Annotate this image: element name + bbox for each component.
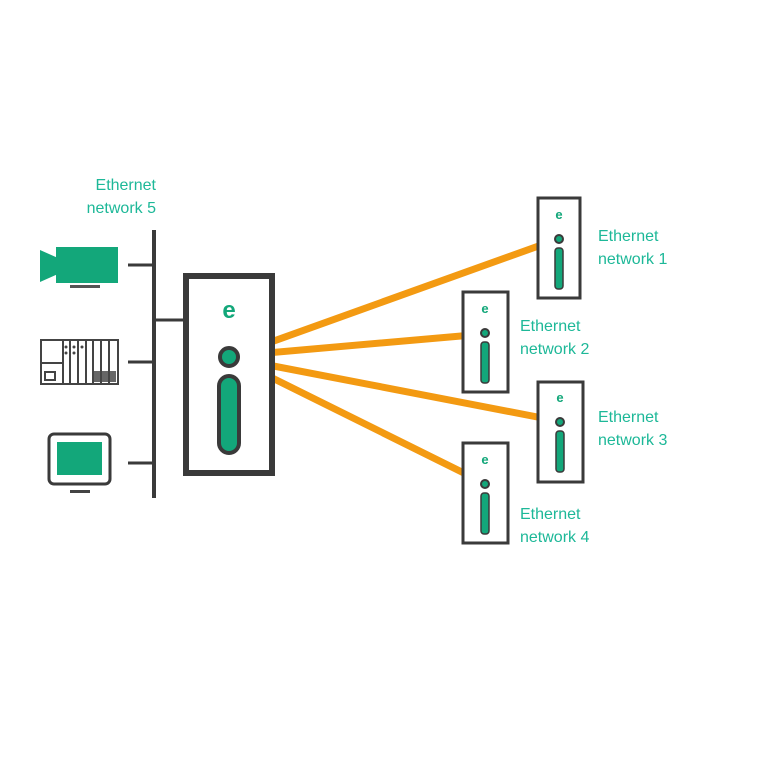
- remote-device-1: e: [536, 196, 582, 300]
- label-line-1: Ethernet: [598, 228, 659, 245]
- remote-device-4: e: [461, 441, 510, 545]
- label-line-1: Ethernet: [95, 177, 156, 194]
- gateway-device-icon: e: [183, 273, 275, 476]
- label-line-2: network 4: [520, 529, 590, 546]
- label-network-4: Ethernet network 4: [520, 503, 589, 549]
- remote-device-2: e: [461, 290, 510, 394]
- label-network-1: Ethernet network 1: [598, 225, 667, 271]
- label-line-2: network 2: [520, 341, 590, 358]
- label-line-2: network 3: [598, 432, 668, 449]
- label-network-2: Ethernet network 2: [520, 315, 589, 361]
- label-line-1: Ethernet: [520, 318, 581, 335]
- plc-rack-icon: [40, 339, 119, 385]
- link-network-3: [228, 354, 562, 425]
- camera-icon: [40, 247, 118, 288]
- label-line-2: network 1: [598, 251, 668, 268]
- label-line-2: network 5: [86, 200, 156, 217]
- gateway-logo: e: [222, 297, 235, 324]
- label-line-1: Ethernet: [520, 506, 581, 523]
- svg-text:e: e: [481, 301, 488, 316]
- label-line-1: Ethernet: [598, 409, 659, 426]
- svg-text:e: e: [556, 390, 563, 405]
- monitor-icon: [47, 432, 112, 493]
- label-network-3: Ethernet network 3: [598, 406, 667, 452]
- remote-device-3: e: [536, 380, 585, 484]
- svg-text:e: e: [555, 207, 562, 222]
- svg-text:e: e: [481, 452, 488, 467]
- label-network-5: Ethernet network 5: [60, 174, 156, 220]
- link-network-1: [228, 235, 562, 360]
